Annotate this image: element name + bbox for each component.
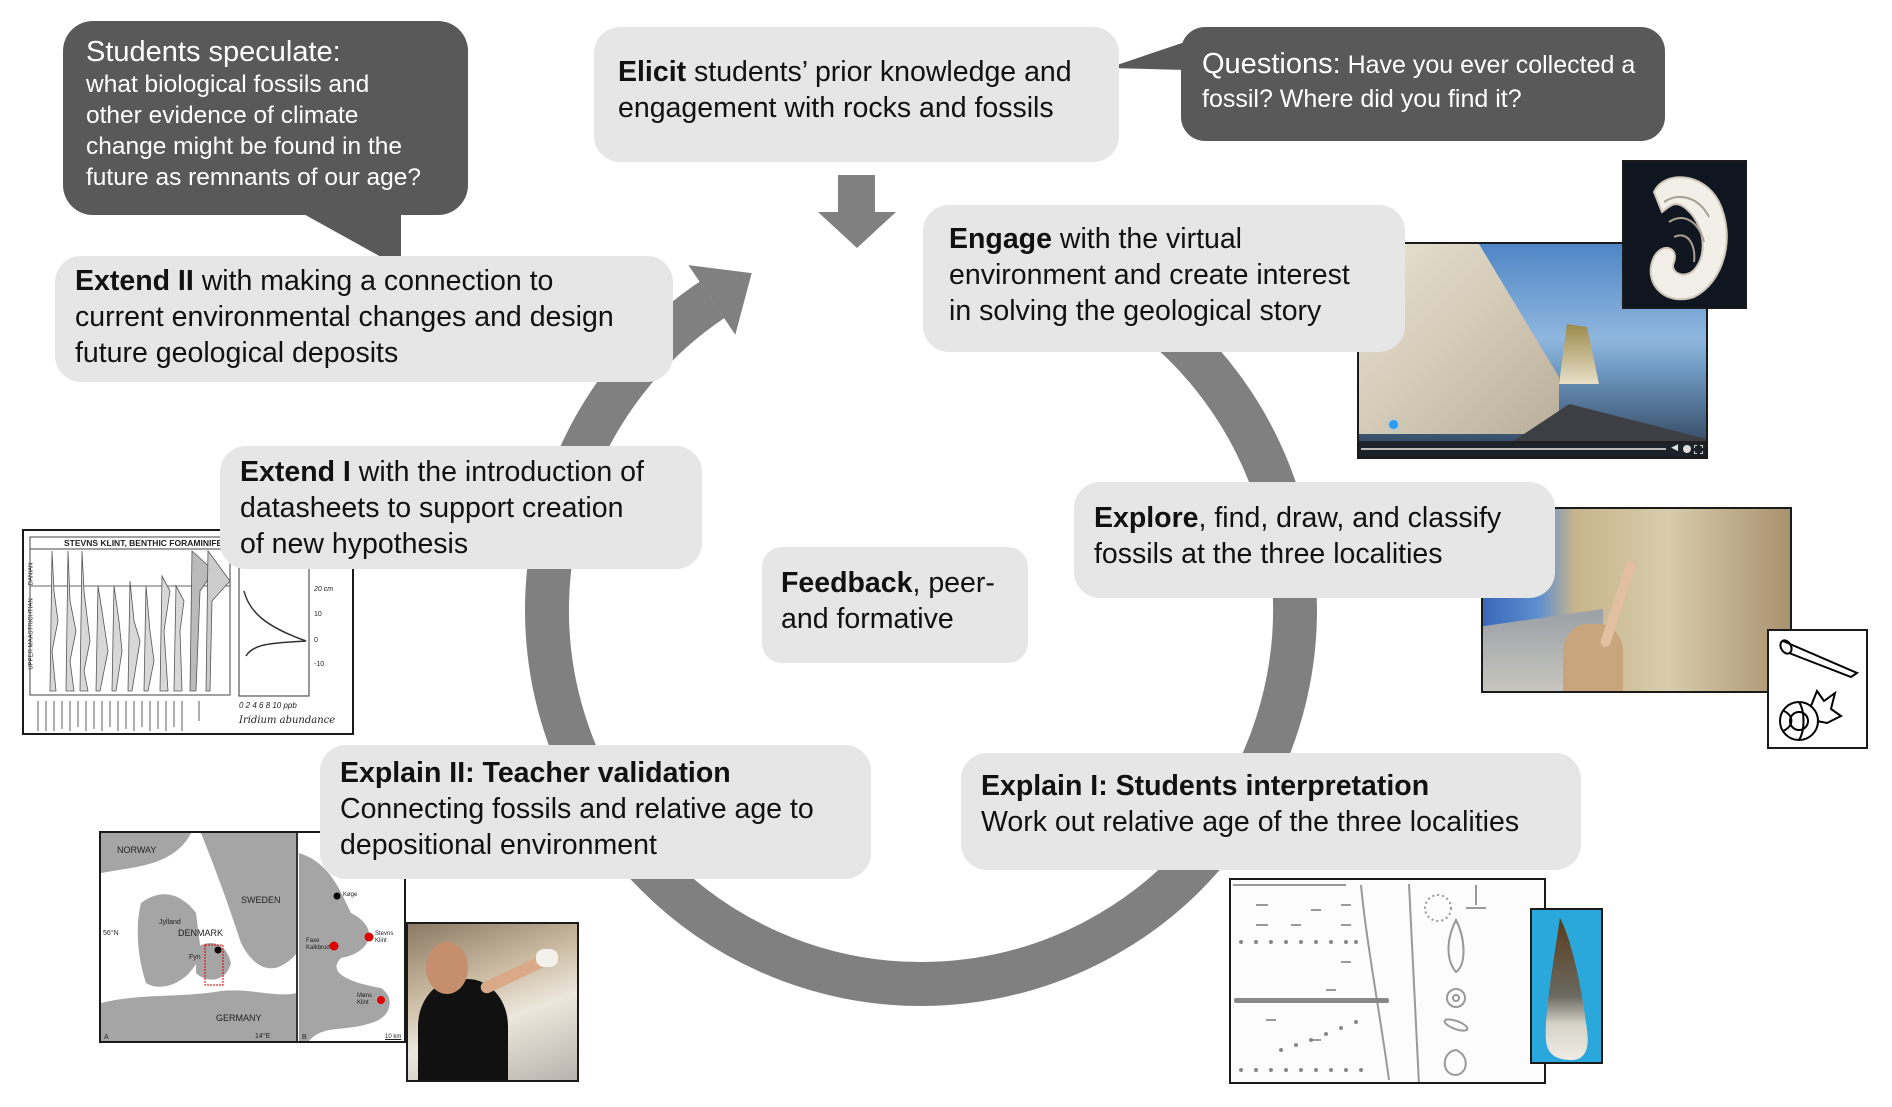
extend1-text: with the introduction of (350, 456, 644, 488)
datasheet-x-label: Iridium abundance (239, 715, 336, 726)
ammonite-icon (1649, 176, 1728, 301)
map-latitude: 56°N (103, 930, 119, 937)
map-site-label: Stevns Klint (375, 931, 394, 944)
tooth-icon (1545, 918, 1588, 1060)
feedback-label: Feedback (781, 567, 913, 599)
extend2-text: future geological deposits (75, 337, 399, 369)
extend2-text: current environmental changes and design (75, 301, 614, 333)
elicit-text: students’ prior knowledge and (686, 56, 1072, 88)
engage-label: Engage (949, 223, 1052, 255)
datasheet-y-tick: 10 (314, 611, 322, 618)
extend2-label: Extend II (75, 265, 194, 297)
fullscreen-icon[interactable] (1694, 445, 1703, 454)
explore-label: Explore (1094, 502, 1199, 534)
timeline-track[interactable] (1361, 448, 1666, 450)
extend1-label: Extend I (240, 456, 351, 488)
map-label-country: DENMARK (178, 928, 224, 938)
teacher-photo (406, 922, 579, 1082)
questions-bubble: Questions: Have you ever collected a fos… (1181, 27, 1665, 141)
explain1-box: Explain I: Students interpretation Work … (961, 753, 1581, 870)
explain2-title: Explain II: Teacher validation (340, 757, 731, 789)
datasheet-y-tick: -10 (314, 661, 325, 668)
elicit-box: Elicit students’ prior knowledge and eng… (594, 27, 1119, 162)
feedback-text: and formative (781, 603, 954, 635)
questions-bubble-tail (1108, 42, 1185, 70)
speculate-line: other evidence of climate (86, 102, 359, 129)
engage-text: in solving the geological story (949, 295, 1322, 327)
virtual-field-trip-video[interactable]: ◀ (1357, 242, 1708, 459)
speculate-line: what biological fossils and (86, 71, 370, 98)
datasheet-x-ticks: 0 2 4 6 8 10 ppb (239, 701, 297, 710)
map-label-region: Fyn (189, 954, 201, 961)
engage-text: with the virtual (1051, 223, 1243, 255)
questions-heading: Questions: (1202, 48, 1341, 80)
map-label-country: NORWAY (117, 845, 157, 855)
map-scale: 10 km (385, 1034, 402, 1040)
ammonite-sketch-icon (1779, 688, 1843, 741)
extend2-text: with making a connection to (193, 265, 554, 297)
fossil-in-hand (536, 949, 558, 967)
foraminifera-range-chart (29, 536, 310, 731)
questions-text: Have you ever collected a (1340, 51, 1636, 79)
cycle-arrowhead-icon (688, 265, 752, 335)
explore-text: fossils at the three localities (1094, 538, 1443, 570)
questions-text: fossil? Where did you find it? (1202, 85, 1522, 113)
map-label-region: Jylland (159, 919, 181, 926)
engage-text: environment and create interest (949, 259, 1350, 291)
explore-box: Explore, find, draw, and classify fossil… (1074, 482, 1555, 598)
info-icon[interactable] (1683, 445, 1691, 453)
fossil-tooth-photo (1530, 908, 1603, 1064)
student-stratigraphy-sketch (1229, 878, 1546, 1084)
fossil-sketches (1779, 639, 1860, 741)
extend1-text: of new hypothesis (240, 528, 469, 560)
map-site-label: Faxe Kalkbrud (306, 938, 330, 951)
elicit-text: engagement with rocks and fossils (618, 92, 1054, 124)
explain1-title: Explain I: Students interpretation (981, 770, 1430, 802)
fossil-sketch-card (1767, 629, 1868, 749)
down-arrow-icon (818, 175, 896, 248)
map-label-country: GERMANY (216, 1013, 262, 1023)
ammonite-fossil-photo (1622, 160, 1747, 309)
speculate-bubble-tail (300, 212, 401, 268)
explain2-text: Connecting fossils and relative age to (340, 793, 814, 825)
explain2-box: Explain II: Teacher validation Connectin… (320, 745, 871, 879)
datasheet-y-tick: 20 cm (314, 586, 334, 593)
datasheet-y-tick: 0 (314, 637, 318, 644)
speculate-heading: Students speculate: (86, 36, 341, 68)
speculate-line: future as remnants of our age? (86, 164, 422, 191)
explore-text: , find, draw, and classify (1198, 502, 1502, 534)
extend1-box: Extend I with the introduction of datash… (220, 446, 702, 569)
map-panel-label: B (302, 1034, 307, 1041)
video-timeline[interactable] (1359, 441, 1706, 457)
feedback-text: , peer- (912, 567, 995, 599)
map-site-label: Køge (343, 892, 358, 898)
teacher-figure (418, 979, 508, 1080)
foraminifera-datasheet: STEVNS KLINT, BENTHIC FORAMINIFERA DANIA… (22, 529, 354, 735)
speculate-bubble: Students speculate: what biological foss… (63, 21, 468, 215)
speculate-line: change might be found in the (86, 133, 403, 160)
belemnite-icon (1779, 639, 1860, 679)
stevns-klint-map: NORWAY SWEDEN DENMARK GERMANY Jylland Fy… (99, 831, 406, 1043)
map-site-label: Møns Klint (357, 993, 372, 1006)
teacher-head (426, 942, 468, 994)
sketch-graphics (1233, 883, 1486, 1082)
explain1-text: Work out relative age of the three local… (981, 806, 1520, 838)
map-label-country: SWEDEN (241, 895, 281, 905)
extend2-box: Extend II with making a connection to cu… (55, 256, 673, 382)
map-panel-label: A (104, 1034, 109, 1041)
explain2-text: depositional environment (340, 829, 657, 861)
volume-icon[interactable]: ◀ (1671, 442, 1678, 452)
datasheet-title: STEVNS KLINT, BENTHIC FORAMINIFERA (64, 538, 235, 548)
distant-cliff (1559, 324, 1599, 384)
map-longitude: 14°E (255, 1033, 271, 1040)
feedback-box: Feedback, peer- and formative (762, 547, 1028, 663)
elicit-label: Elicit (618, 56, 687, 88)
student-figure (1563, 624, 1623, 691)
extend1-text: datasheets to support creation (240, 492, 624, 524)
location-marker-icon[interactable] (1389, 420, 1398, 429)
engage-box: Engage with the virtual environment and … (923, 205, 1405, 352)
